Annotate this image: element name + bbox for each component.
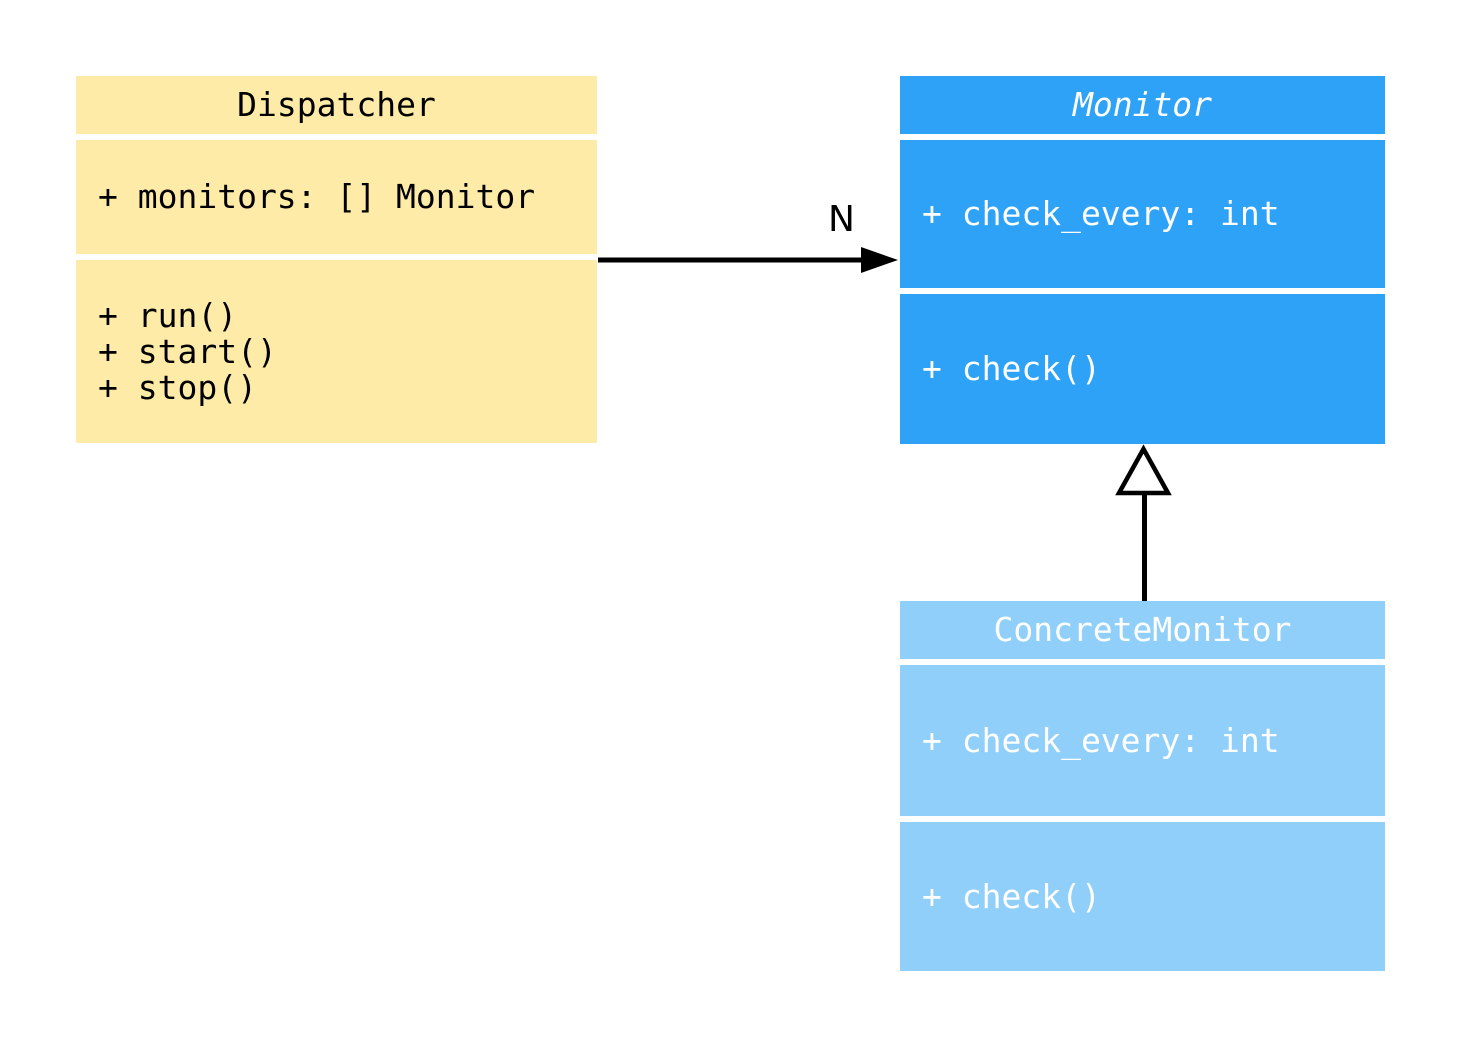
attribute-line: + check_every: int bbox=[922, 720, 1280, 760]
method-line: + stop() bbox=[98, 367, 257, 407]
class-attributes-concrete-monitor: + check_every: int bbox=[900, 665, 1385, 816]
class-methods-monitor: + check() bbox=[900, 294, 1385, 444]
attribute-line: + check_every: int bbox=[922, 194, 1280, 233]
class-methods-dispatcher: + run() + start() + stop() bbox=[76, 260, 597, 443]
class-attributes-monitor: + check_every: int bbox=[900, 140, 1385, 288]
method-line: + check() bbox=[922, 349, 1101, 388]
class-box-dispatcher: Dispatcher + monitors: [] Monitor + run(… bbox=[76, 76, 597, 443]
class-title-monitor: Monitor bbox=[900, 76, 1385, 134]
inheritance-concretemonitor-monitor bbox=[1115, 444, 1172, 601]
attribute-line: + monitors: [] Monitor bbox=[98, 177, 536, 216]
class-title-dispatcher: Dispatcher bbox=[76, 76, 597, 134]
association-multiplicity-label: N bbox=[828, 199, 855, 240]
method-line: + run() bbox=[98, 295, 238, 335]
class-box-monitor: Monitor + check_every: int + check() bbox=[900, 76, 1385, 444]
association-arrowhead-icon bbox=[861, 247, 898, 273]
class-box-concrete-monitor: ConcreteMonitor + check_every: int + che… bbox=[900, 601, 1385, 971]
class-methods-concrete-monitor: + check() bbox=[900, 822, 1385, 971]
class-attributes-dispatcher: + monitors: [] Monitor bbox=[76, 140, 597, 254]
class-title-concrete-monitor: ConcreteMonitor bbox=[900, 601, 1385, 659]
inheritance-triangle-icon bbox=[1115, 444, 1172, 496]
association-dispatcher-monitor bbox=[598, 247, 898, 273]
method-line: + start() bbox=[98, 331, 277, 371]
method-line: + check() bbox=[922, 876, 1101, 916]
